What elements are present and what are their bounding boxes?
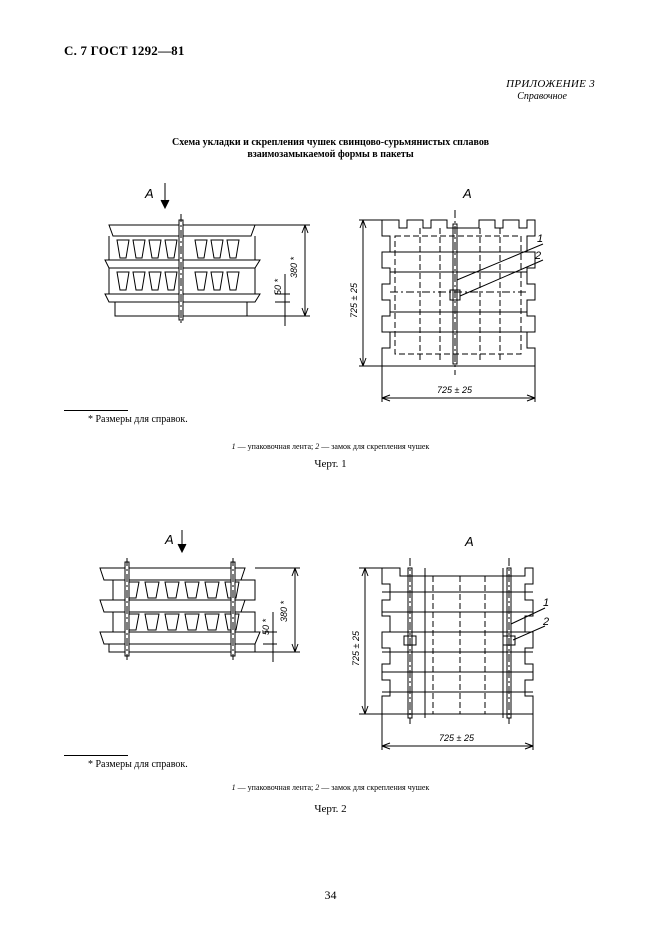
figure2-side-view: А 380 * 50 *	[99, 530, 300, 662]
figure2-caption: Черт. 2	[314, 803, 347, 815]
figure2-callout-2: 2	[542, 616, 549, 628]
figure1-footnote: * Размеры для справок.	[88, 414, 188, 425]
figure2-ingot-stack	[99, 558, 261, 660]
figure1-callout-1: 1	[537, 233, 543, 245]
appendix-subtitle: Справочное	[517, 91, 567, 102]
page-number: 34	[324, 888, 337, 902]
figure1-footnote-rule	[64, 410, 128, 411]
figure1-width-dimension: 725 ± 25	[437, 385, 473, 395]
appendix-title: ПРИЛОЖЕНИЕ 3	[506, 78, 595, 90]
figure2-top-view-label: А	[464, 534, 474, 549]
figure1-top-view-label: А	[462, 186, 472, 201]
document-header: С. 7 ГОСТ 1292—81	[64, 43, 185, 58]
figure1-step-dimension: 50 *	[273, 278, 283, 295]
figure1-height-dimension: 380 *	[289, 256, 299, 278]
figure2-step-dimension: 50 *	[261, 618, 271, 635]
scheme-title-line-1: Схема укладки и скрепления чушек свинцов…	[172, 137, 489, 148]
figure2-height-dimension: 380 *	[279, 600, 289, 622]
figure1-legend-num-1: 1	[231, 442, 236, 451]
figure1-depth-dimension: 725 ± 25	[349, 282, 359, 318]
figure1-legend-text-2: — замок для скрепления чушек	[319, 442, 430, 451]
figure1-ingot-stack	[104, 214, 261, 326]
figure2-legend-num-2: 2	[315, 783, 320, 792]
figure1-legend: 1 — упаковочная лента; 2 — замок для скр…	[0, 442, 661, 451]
scheme-title: Схема укладки и скрепления чушек свинцов…	[0, 137, 661, 161]
figure2-top-view: А 1 2 725 ± 25 725 ± 25	[351, 534, 549, 750]
figure1-side-view-label: А	[144, 186, 154, 201]
figure1-top-view: А 1 2 725 ± 25 725 ± 25	[349, 186, 544, 402]
figure1-caption: Черт. 1	[314, 458, 347, 470]
figure2-depth-dimension: 725 ± 25	[351, 630, 361, 666]
figure2-legend-text-1: — упаковочная лента;	[235, 783, 316, 792]
scheme-title-line-2: взаимозамыкаемой формы в пакеты	[247, 149, 414, 160]
figure2-legend: 1 — упаковочная лента; 2 — замок для скр…	[0, 783, 661, 792]
figure2-legend-text-2: — замок для скрепления чушек	[319, 783, 430, 792]
figure1-legend-text-1: — упаковочная лента;	[235, 442, 316, 451]
figure2-side-view-label: А	[164, 532, 174, 547]
figure2-footnote-rule	[64, 755, 128, 756]
figure2-legend-num-1: 1	[231, 783, 236, 792]
figure1-side-view: А 380 * 50 *	[104, 183, 310, 326]
figure2-width-dimension: 725 ± 25	[439, 733, 475, 743]
figure2-callout-1: 1	[543, 597, 549, 609]
figure1-callout-2: 2	[534, 250, 541, 262]
figure1-legend-num-2: 2	[315, 442, 320, 451]
figure1-package-outline	[381, 210, 536, 375]
figure2-footnote: * Размеры для справок.	[88, 759, 188, 770]
figure2-package-outline	[381, 558, 534, 724]
